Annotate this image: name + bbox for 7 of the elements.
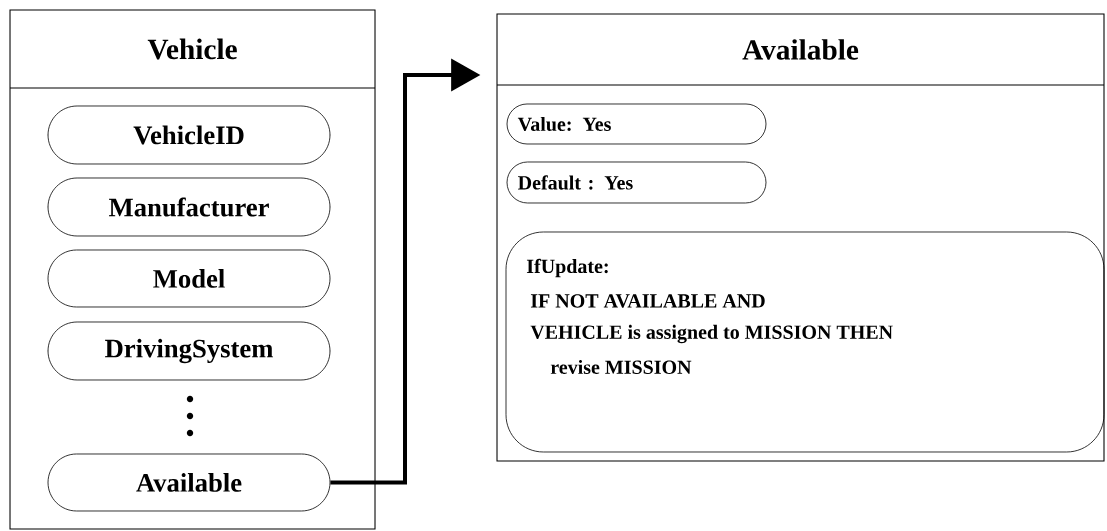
attribute-pill: Manufacturer: [47, 177, 331, 237]
attribute-pill: VehicleID: [47, 105, 331, 165]
attribute-pill: Model: [47, 249, 331, 308]
slot-pill: Default : Yes: [506, 161, 767, 204]
attribute-pill: Available: [47, 453, 331, 512]
slot-pill: Value: Yes: [506, 103, 767, 145]
attribute-pill: DrivingSystem: [47, 321, 331, 381]
